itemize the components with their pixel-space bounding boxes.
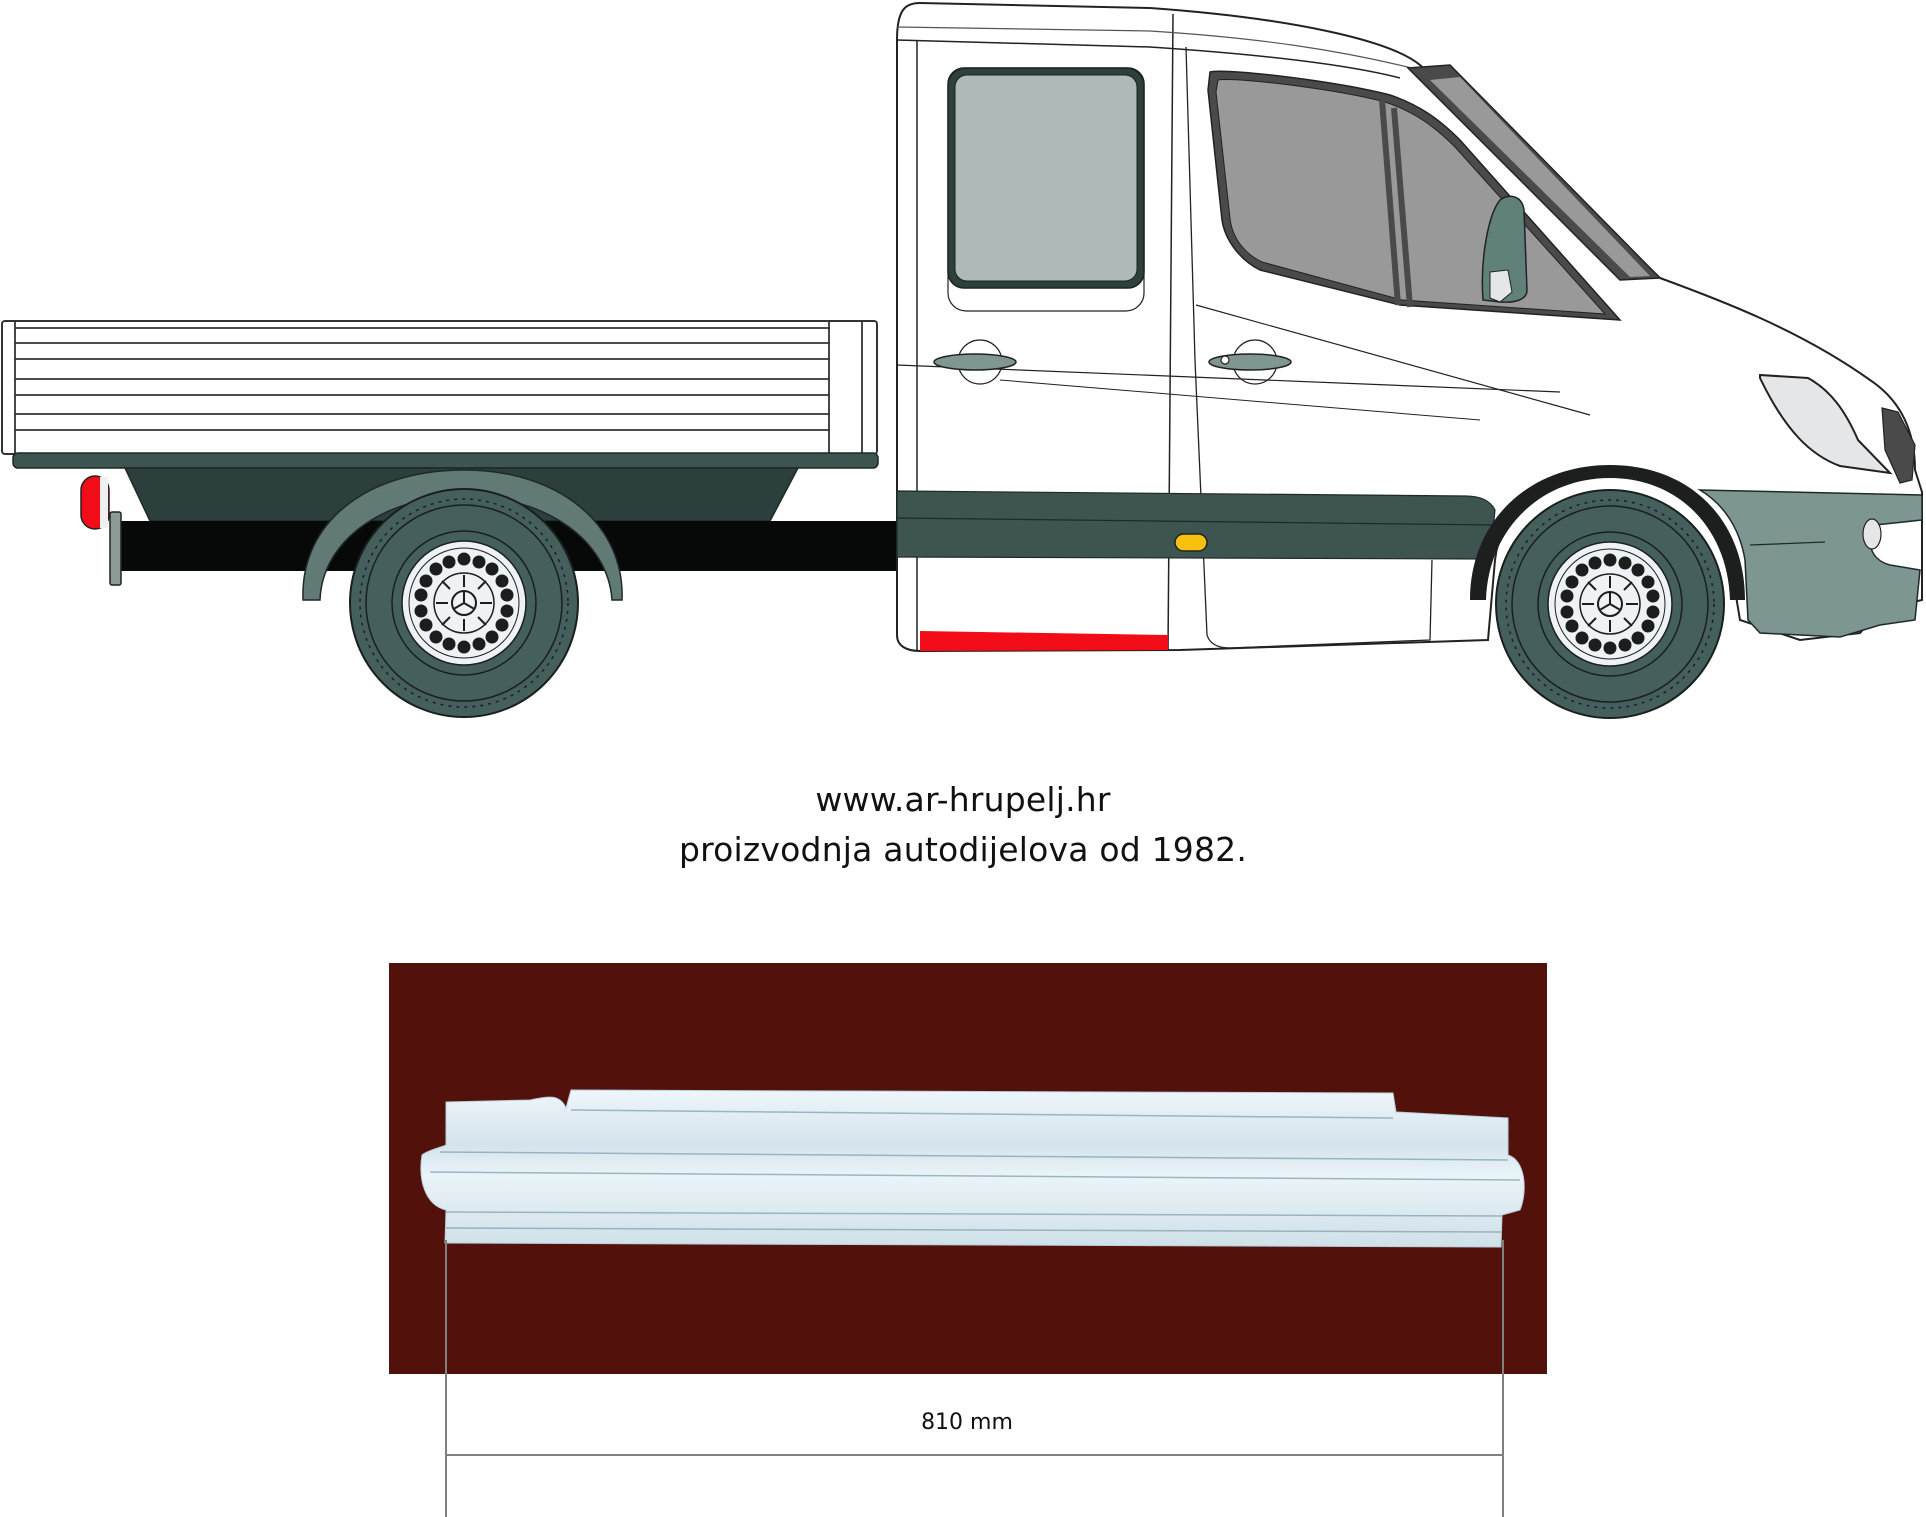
mudflap-post: [109, 511, 122, 586]
rear-fender: [302, 469, 623, 601]
front-wheel: [1495, 489, 1725, 719]
rear-door-handle: [933, 339, 1017, 385]
sill-part-photo: [420, 1089, 1525, 1248]
rear-side-window-glass: [954, 74, 1138, 282]
headlight: [1759, 373, 1893, 475]
company-tagline: proizvodnja autodijelova od 1982.: [678, 830, 1248, 869]
highlighted-sill-part: [920, 631, 1168, 651]
dimension-lines: [445, 1240, 1504, 1517]
front-door-handle: [1208, 339, 1292, 385]
front-wheel-arch: [1470, 465, 1745, 600]
grille: [1881, 407, 1916, 484]
website-url: www.ar-hrupelj.hr: [815, 780, 1111, 819]
dimension-label: 810 mm: [921, 1410, 1013, 1435]
cargo-bed: [1, 320, 879, 522]
rear-wheel: [349, 488, 579, 718]
side-marker-light: [1174, 533, 1208, 552]
